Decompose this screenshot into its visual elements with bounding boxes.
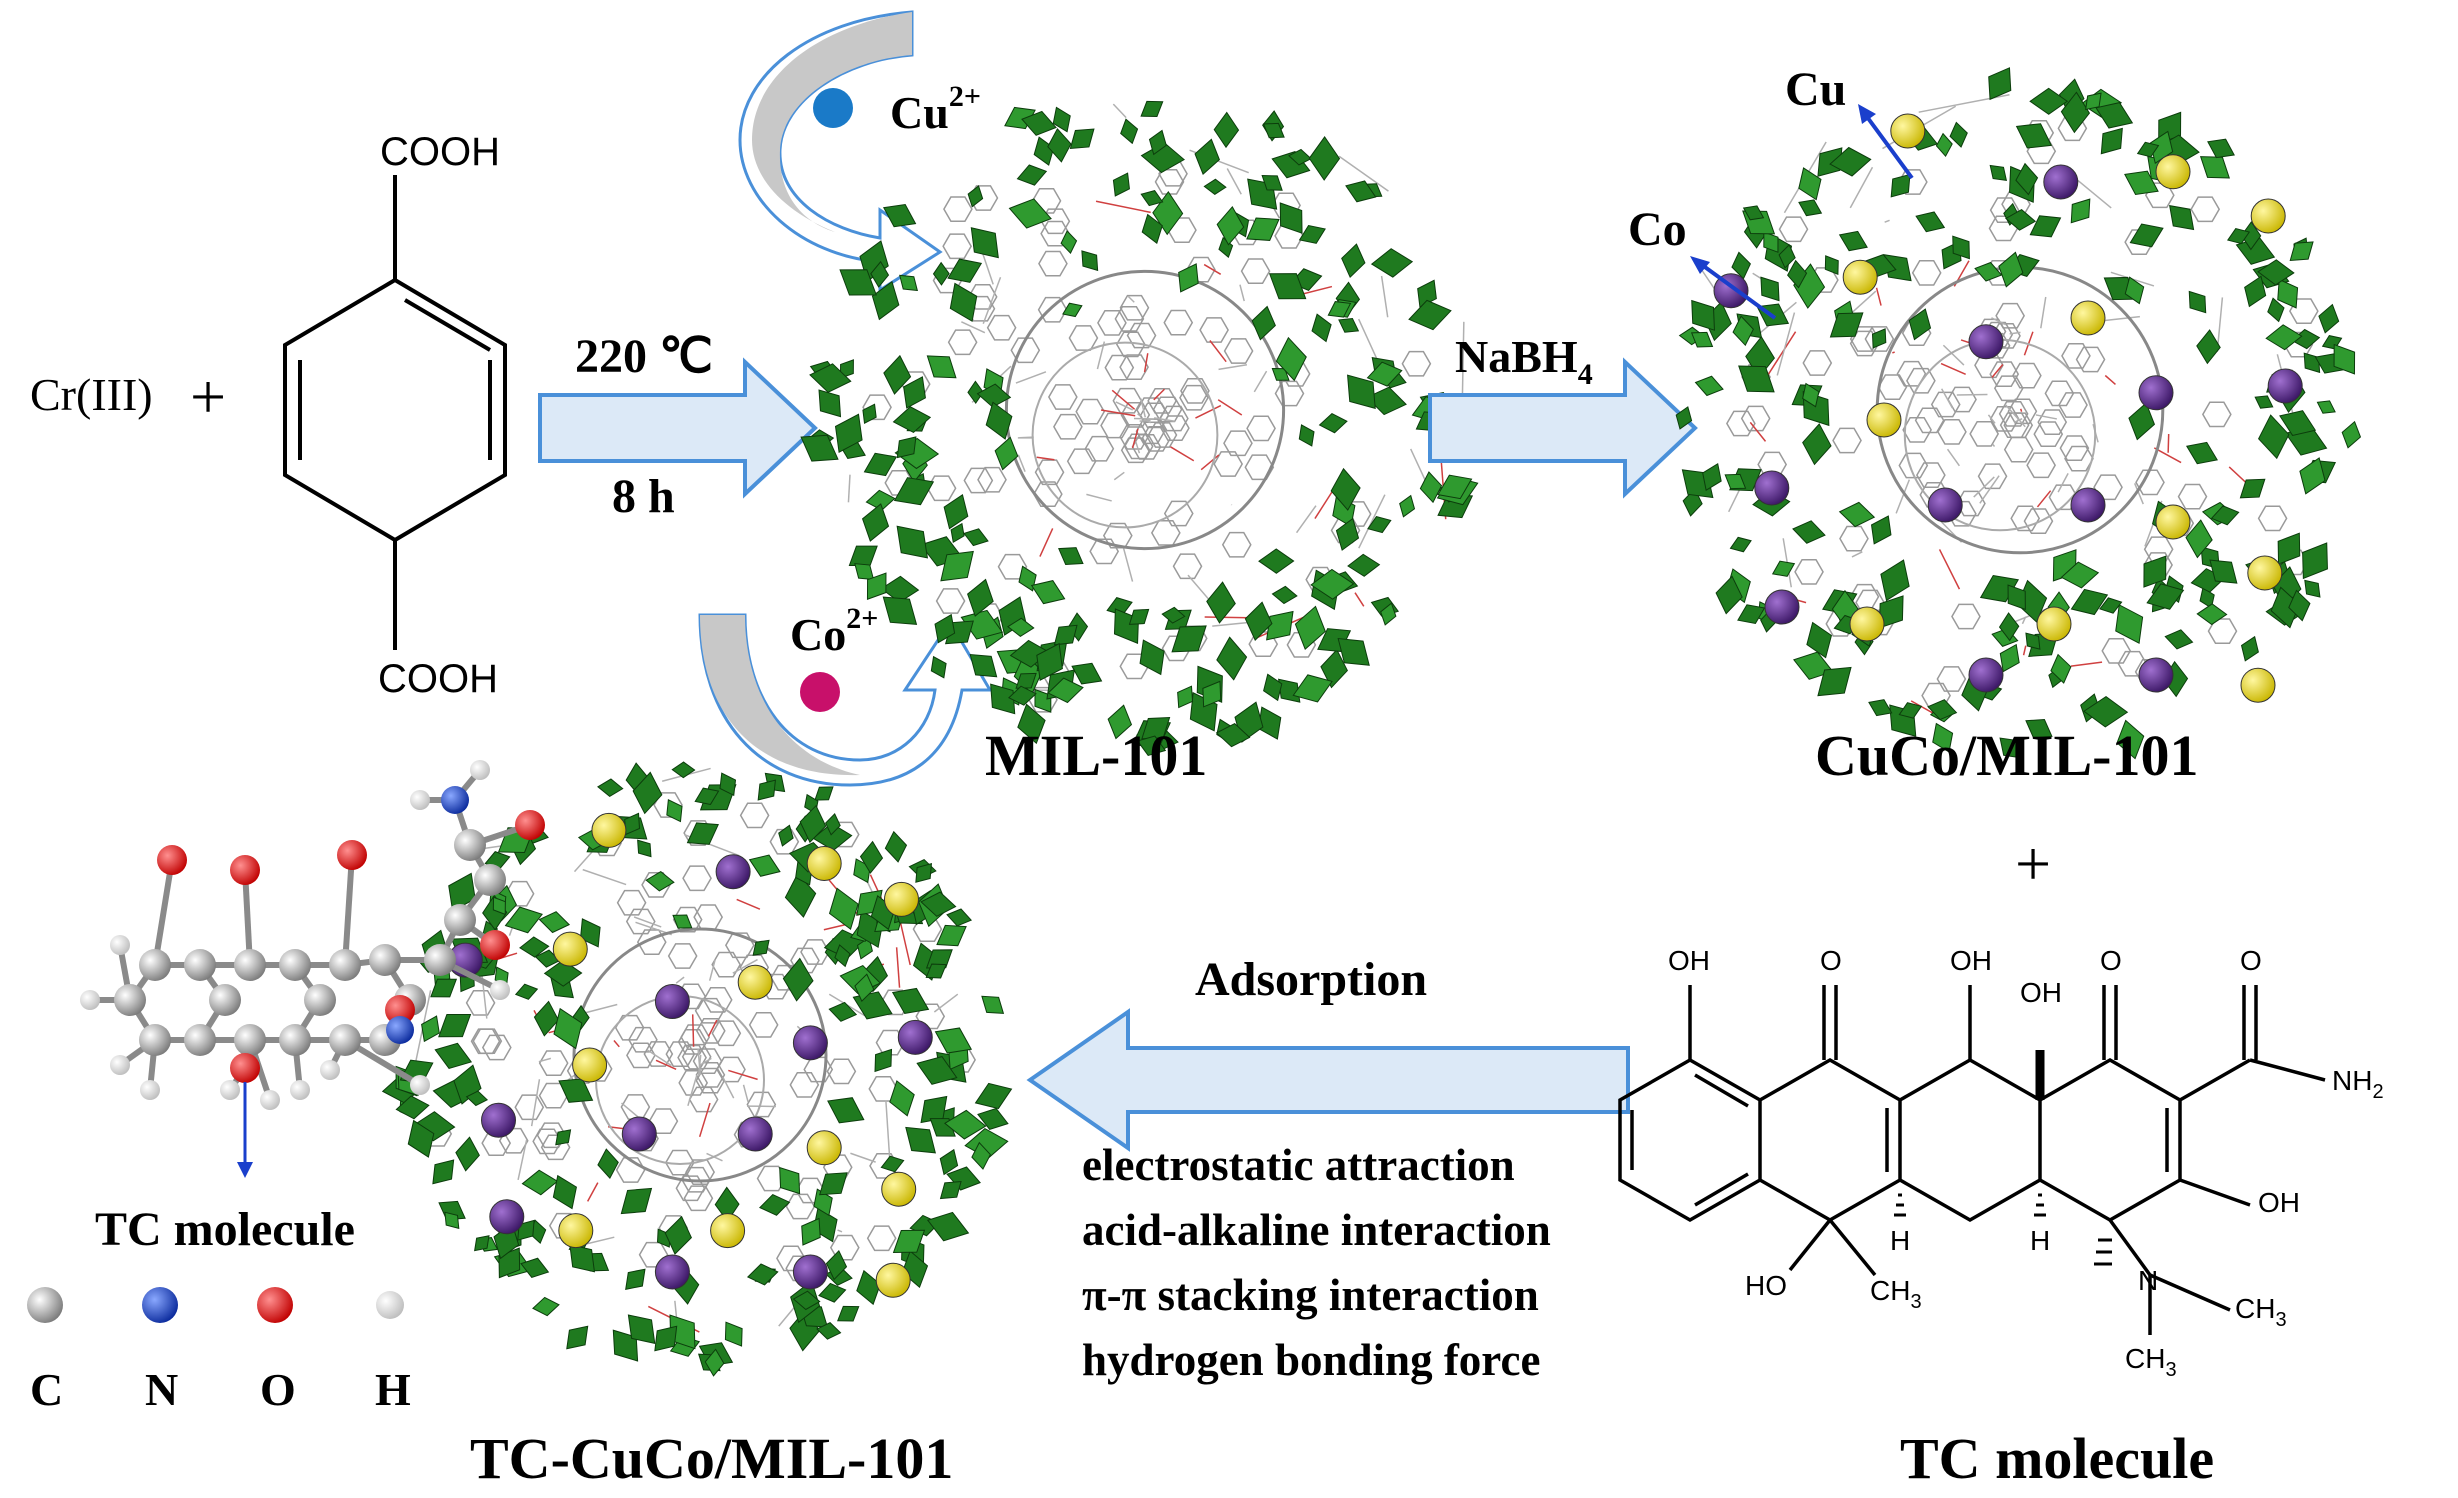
tc-group-ho: HO: [1745, 1270, 1787, 1301]
cu-ion-dot: [813, 88, 853, 128]
legend-C-label: C: [30, 1364, 63, 1415]
tc-group-h-1: H: [1890, 1225, 1910, 1256]
cu-ion-label: Cu2+: [890, 80, 981, 138]
adsorption-arrow: [1026, 1008, 1630, 1152]
tc-group-o-2: O: [2100, 945, 2122, 976]
tc-stereo-hashes: [1894, 1193, 2112, 1266]
plus-sign-1: +: [190, 361, 226, 432]
co-ion-label: Co2+: [790, 602, 878, 660]
tc-cuco-mil-101-framework: [381, 761, 1013, 1377]
time-condition: 8 h: [612, 470, 675, 523]
co-pointer-label: Co: [1628, 203, 1687, 256]
cu-pointer-arrow: [1860, 108, 1914, 180]
tc-group-n: N: [2138, 1265, 2158, 1296]
terephthalic-acid-structure: [283, 175, 507, 650]
legend-C-ball: [27, 1287, 63, 1323]
cuco-mil-101-label: CuCo/MIL-101: [1815, 723, 2198, 788]
tc-group-h-2: H: [2030, 1225, 2050, 1256]
adsorption-title: Adsorption: [1195, 953, 1427, 1006]
cu-pointer-label: Cu: [1785, 63, 1846, 116]
tc-ball-and-stick-model: [80, 760, 545, 1110]
tc-group-o-1: O: [1820, 945, 1842, 976]
mechanism-electrostatic: electrostatic attraction: [1082, 1140, 1515, 1190]
tc-cuco-mil-101-label: TC-CuCo/MIL-101: [470, 1426, 953, 1491]
mechanism-hydrogen-bonding: hydrogen bonding force: [1082, 1335, 1540, 1385]
linker-bottom-group: COOH: [378, 657, 498, 701]
tc-group-oh-3: OH: [2020, 977, 2062, 1008]
tc-group-oh-1: OH: [1668, 945, 1710, 976]
tc-group-ch3-3: CH3: [2125, 1343, 2177, 1381]
tc-group-ch3-2: CH3: [2235, 1293, 2287, 1331]
legend-O-label: O: [260, 1364, 296, 1415]
cuco-mil-101-framework: [1675, 67, 2362, 760]
mechanism-pi-stacking: π-π stacking interaction: [1082, 1270, 1539, 1320]
reduction-arrow: [1428, 357, 1698, 499]
legend-N-label: N: [145, 1364, 178, 1415]
temperature-condition: 220 ℃: [575, 330, 713, 383]
tc-structure-caption: TC molecule: [1900, 1426, 2214, 1491]
legend-O-ball: [257, 1287, 293, 1323]
linker-top-group: COOH: [380, 130, 500, 174]
mil-101-framework: [800, 100, 1479, 757]
legend-H-label: H: [375, 1364, 411, 1415]
legend-N-ball: [142, 1287, 178, 1323]
reducing-agent-label: NaBH4: [1455, 331, 1593, 391]
plus-sign-2: +: [2015, 828, 2051, 899]
co-pointer-arrow: [1696, 260, 1777, 320]
co-ion-dot: [800, 672, 840, 712]
tc-group-oh-4: OH: [2258, 1187, 2300, 1218]
tc-group-o-3: O: [2240, 945, 2262, 976]
mil-101-label: MIL-101: [985, 723, 1207, 788]
synthesis-arrow: [538, 357, 818, 499]
legend-title: TC molecule: [95, 1203, 355, 1256]
tc-group-ch3-1: CH3: [1870, 1275, 1922, 1313]
chromium-reactant: Cr(III): [30, 369, 153, 420]
tc-skeletal-structure: [1618, 985, 2326, 1335]
tc-group-nh2: NH2: [2332, 1065, 2384, 1103]
legend-H-ball: [376, 1291, 404, 1319]
tc-group-oh-2: OH: [1950, 945, 1992, 976]
mechanism-acid-alkaline: acid-alkaline interaction: [1082, 1205, 1551, 1255]
